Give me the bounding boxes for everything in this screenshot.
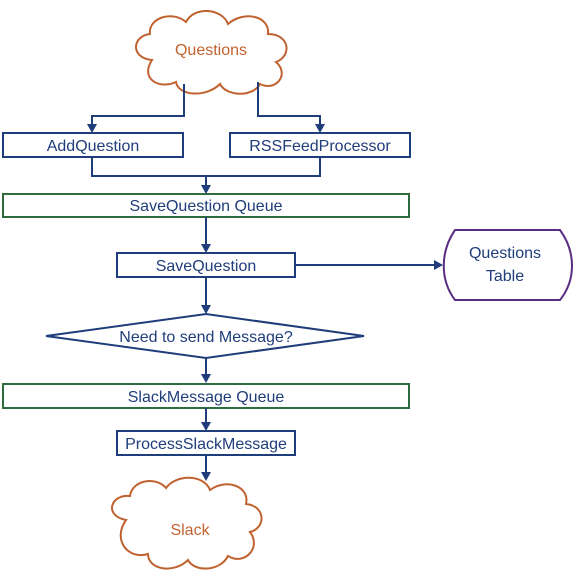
slack-cloud: Slack <box>111 476 263 570</box>
process-slack-message-label: ProcessSlackMessage <box>125 436 287 453</box>
connector-cloud-to-rss <box>257 82 325 133</box>
rss-feed-processor-box <box>229 132 411 158</box>
add-question-label: AddQuestion <box>47 138 140 155</box>
process-slack-message-node: ProcessSlackMessage <box>116 430 296 456</box>
save-question-label: SaveQuestion <box>156 258 257 275</box>
decision-node: Need to send Message? <box>45 312 365 360</box>
questions-table-node: Questions Table <box>442 229 573 301</box>
connector-addquestion-merge <box>91 157 206 177</box>
slack-cloud-label: Slack <box>170 522 210 539</box>
questions-cloud: Questions <box>135 10 288 95</box>
decision-shape <box>45 312 365 360</box>
slack-message-queue-node: SlackMessage Queue <box>2 383 410 409</box>
questions-table-label-line2: Table <box>486 268 524 285</box>
connector-boxes-to-queue <box>91 157 321 194</box>
questions-table-shape <box>442 229 573 301</box>
rss-feed-processor-label: RSSFeedProcessor <box>249 138 391 155</box>
questions-table-label-line1: Questions <box>469 245 541 262</box>
rss-feed-processor-node: RSSFeedProcessor <box>229 132 411 158</box>
decision-label: Need to send Message? <box>119 329 293 346</box>
save-question-node: SaveQuestion <box>116 252 296 278</box>
connector-cloud-to-addquestion <box>87 84 185 133</box>
connector-cloud-to-boxes <box>87 82 325 133</box>
slack-message-queue-label: SlackMessage Queue <box>128 389 285 406</box>
questions-cloud-label: Questions <box>175 42 247 59</box>
connector-rss-merge <box>206 157 321 177</box>
add-question-node: AddQuestion <box>2 132 184 158</box>
save-question-queue-node: SaveQuestion Queue <box>2 193 410 218</box>
slack-message-queue-box <box>2 383 410 409</box>
slack-cloud-shape <box>111 476 263 570</box>
save-question-queue-label: SaveQuestion Queue <box>130 198 283 215</box>
questions-cloud-shape <box>135 10 288 95</box>
